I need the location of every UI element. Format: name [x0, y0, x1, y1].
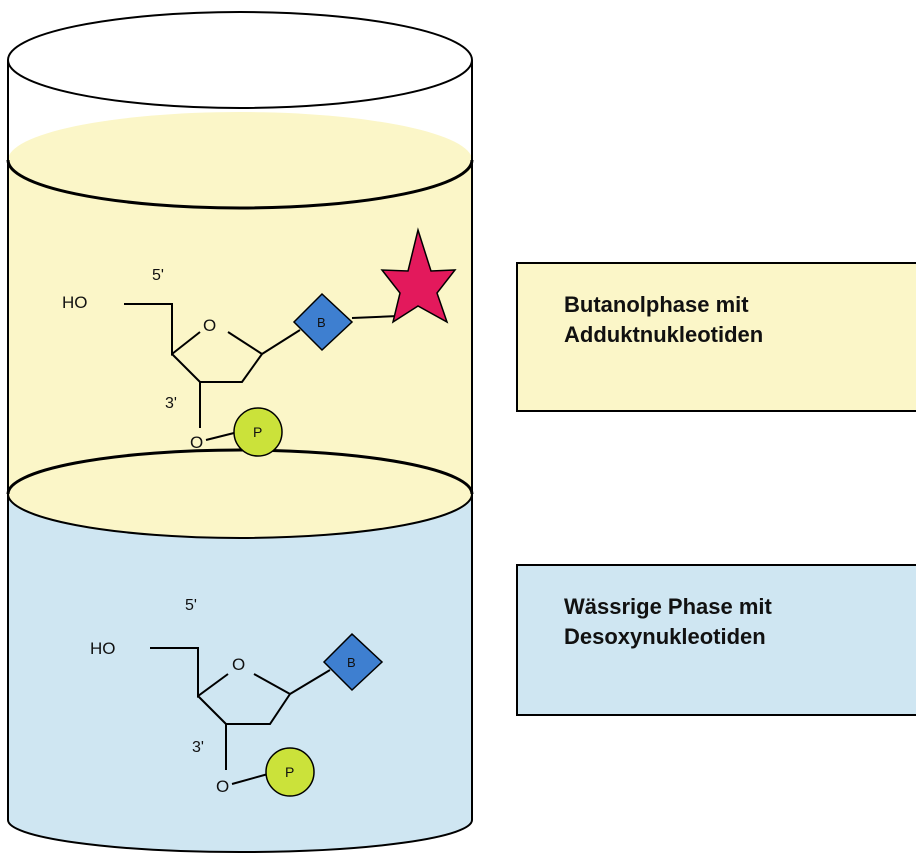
adduct-nucleotide: 5' HO O 3' O P B — [62, 227, 457, 457]
aqueous-label-line1: Wässrige Phase mit — [564, 594, 772, 619]
aqueous-phase-label-box: Wässrige Phase mit Desoxynukleotiden — [516, 564, 916, 716]
butanol-label-line2: Adduktnukleotiden — [564, 322, 764, 347]
base-adduct-bond — [351, 315, 399, 319]
base-label: B — [317, 315, 326, 330]
ring-bottom — [226, 693, 291, 725]
beaker-bottom — [7, 819, 473, 853]
ring-oxygen-label: O — [203, 316, 216, 335]
aqueous-label-line2: Desoxynukleotiden — [564, 624, 766, 649]
butanol-phase-label-box: Butanolphase mit Adduktnukleotiden — [516, 262, 916, 412]
ring-bond — [197, 695, 227, 725]
sugar-skeleton — [124, 303, 201, 357]
phase-boundary — [6, 448, 474, 495]
beaker-rim — [7, 11, 473, 109]
o-p-bond — [205, 431, 239, 441]
hydroxyl-label: HO — [62, 293, 88, 312]
ester-oxygen-label: O — [190, 433, 203, 452]
five-prime-label: 5' — [185, 597, 197, 614]
ring-bottom — [200, 353, 263, 383]
ring-bond — [171, 353, 201, 383]
phosphate-label: P — [285, 764, 294, 780]
ring-o-right-bond — [227, 331, 263, 355]
o-p-bond — [231, 773, 269, 785]
butanol-label-line1: Butanolphase mit — [564, 292, 749, 317]
hydroxyl-label: HO — [90, 639, 116, 658]
phase-boundary-front — [7, 493, 473, 539]
base-label: B — [347, 655, 356, 670]
phosphate-circle — [233, 407, 283, 457]
ester-oxygen-label: O — [216, 777, 229, 796]
three-prime-label: 3' — [192, 739, 204, 756]
deoxynucleotide: 5' HO O 3' O P B — [90, 597, 384, 797]
phosphate-label: P — [253, 424, 262, 440]
butanol-phase — [8, 112, 472, 538]
phosphate-circle — [265, 747, 315, 797]
c1-base-bond — [261, 329, 301, 355]
base-diamond — [322, 632, 384, 692]
c1-base-bond — [289, 669, 331, 695]
ring-oxygen-label: O — [232, 655, 245, 674]
five-prime-label: 5' — [152, 267, 164, 284]
three-prime-label: 3' — [165, 395, 177, 412]
sugar-skeleton — [150, 647, 229, 698]
liquid-surface — [6, 159, 474, 210]
aqueous-phase — [8, 494, 472, 852]
adduct-star-icon — [380, 227, 457, 324]
base-diamond — [292, 292, 354, 352]
ring-o-right-bond — [253, 673, 291, 695]
